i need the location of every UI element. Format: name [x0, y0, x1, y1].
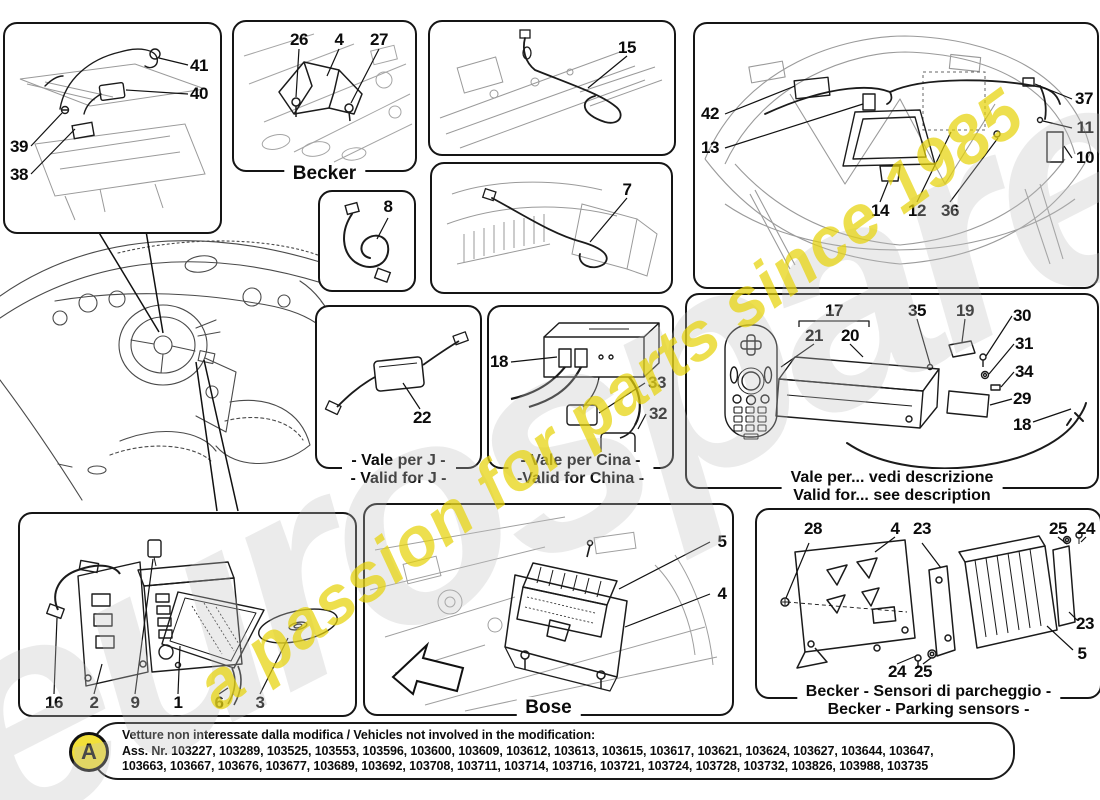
- callout-2[interactable]: 2: [89, 693, 99, 712]
- callout-7[interactable]: 7: [622, 180, 632, 199]
- callout-4[interactable]: 4: [334, 30, 344, 49]
- callout-31[interactable]: 31: [1015, 334, 1033, 353]
- callout-18b[interactable]: 18: [1013, 415, 1031, 434]
- callout-11[interactable]: 11: [1076, 118, 1094, 137]
- caption-valid-for-j-en: - Valid for J -: [350, 470, 447, 487]
- callout-36[interactable]: 36: [941, 201, 959, 220]
- callout-26[interactable]: 26: [290, 30, 308, 49]
- callout-9[interactable]: 9: [130, 693, 140, 712]
- callout-27[interactable]: 27: [370, 30, 388, 49]
- panel-valid-for-china: 18 33 32 - Vale per Cina - -Valid for Ch…: [487, 305, 674, 488]
- panel-windshield-harness: 15: [428, 20, 676, 156]
- nav-unit-drawing: [46, 539, 338, 706]
- modification-note: A Vetture non interessate dalla modifica…: [69, 722, 1015, 780]
- callout-4b[interactable]: 4: [717, 584, 727, 603]
- cd-disc: [258, 608, 338, 644]
- caption-head-unit-en: Valid for... see description: [793, 487, 991, 504]
- valid-for-china-drawing: [510, 322, 660, 458]
- caption-bose: Bose: [516, 697, 581, 719]
- caption-becker-parking-it: Becker - Sensori di parcheggio -: [805, 683, 1052, 700]
- panel-becker-bracket: 26 4 27 Becker: [232, 20, 417, 185]
- caption-becker-parking: Becker - Sensori di parcheggio - Becker …: [796, 683, 1061, 719]
- callout-24[interactable]: 24: [1077, 519, 1095, 538]
- panel-head-unit: 17 21 20 35 19 30 31 34 29 18 Vale per..…: [685, 293, 1099, 505]
- amplifier: [964, 545, 1058, 649]
- callout-24b[interactable]: 24: [888, 662, 906, 681]
- callout-1[interactable]: 1: [173, 693, 183, 712]
- callout-17[interactable]: 17: [825, 301, 843, 320]
- callout-33[interactable]: 33: [648, 373, 666, 392]
- becker-bracket-drawing: [243, 33, 413, 163]
- callout-6[interactable]: 6: [214, 693, 224, 712]
- caption-valid-for-china: - Vale per Cina - -Valid for China -: [507, 452, 654, 488]
- panel-bose: 5 4 Bose: [363, 503, 734, 719]
- caption-valid-for-j: - Vale per J - - Valid for J -: [341, 452, 456, 488]
- windshield-harness-drawing: [439, 29, 663, 149]
- caption-valid-for-j-it: - Vale per J -: [351, 452, 446, 469]
- note-badge-a: A: [69, 732, 109, 772]
- callout-4c[interactable]: 4: [890, 519, 900, 538]
- callout-34[interactable]: 34: [1015, 362, 1033, 381]
- callout-20[interactable]: 20: [841, 326, 859, 345]
- caption-head-unit: Vale per... vedi descrizione Valid for..…: [781, 469, 1003, 505]
- valid-for-j-drawing: [324, 331, 469, 416]
- dash-harness-drawing: [446, 181, 658, 277]
- note-line-3: 103663, 103667, 103676, 103677, 103689, …: [122, 759, 929, 773]
- note-line-1: Vetture non interessate dalla modifica /…: [122, 728, 596, 742]
- callout-18[interactable]: 18: [490, 352, 508, 371]
- caption-valid-for-china-en: -Valid for China -: [516, 470, 645, 487]
- direction-arrow: [391, 641, 465, 696]
- callout-13[interactable]: 13: [701, 138, 719, 157]
- callout-25b[interactable]: 25: [914, 662, 932, 681]
- panel-nav-unit: 16 2 9 1 6 3: [18, 512, 357, 717]
- panel-aux-cable: 8: [318, 190, 416, 292]
- callout-41[interactable]: 41: [190, 56, 208, 75]
- callout-8[interactable]: 8: [383, 197, 393, 216]
- callout-35[interactable]: 35: [908, 301, 926, 320]
- callout-29[interactable]: 29: [1013, 389, 1031, 408]
- panel-dash-underside: 41 40 39 38: [3, 22, 222, 234]
- callout-14[interactable]: 14: [871, 201, 889, 220]
- callout-25[interactable]: 25: [1049, 519, 1067, 538]
- note-line-2: Ass. Nr. 103227, 103289, 103525, 103553,…: [122, 743, 934, 758]
- caption-becker: Becker: [283, 163, 366, 185]
- callout-38[interactable]: 38: [10, 165, 28, 184]
- hood-drawing: [704, 35, 1092, 270]
- callout-15[interactable]: 15: [618, 38, 636, 57]
- head-unit-drawing: [724, 315, 1087, 470]
- callout-28[interactable]: 28: [804, 519, 822, 538]
- callout-22[interactable]: 22: [413, 408, 431, 427]
- callout-37[interactable]: 37: [1075, 89, 1093, 108]
- callout-16[interactable]: 16: [45, 693, 63, 712]
- aux-cable-drawing: [343, 201, 392, 283]
- callout-5[interactable]: 5: [717, 532, 727, 551]
- callout-5b[interactable]: 5: [1077, 644, 1087, 663]
- becker-parking-drawing: [780, 531, 1087, 669]
- callout-19[interactable]: 19: [956, 301, 974, 320]
- callout-12[interactable]: 12: [908, 201, 926, 220]
- callout-40[interactable]: 40: [190, 84, 208, 103]
- caption-valid-for-china-it: - Vale per Cina -: [520, 452, 641, 469]
- panel-valid-for-j: 22 - Vale per J - - Valid for J -: [315, 305, 482, 488]
- callout-10[interactable]: 10: [1076, 148, 1094, 167]
- dash-underside-drawing: [19, 48, 206, 221]
- callout-42[interactable]: 42: [701, 104, 719, 123]
- callout-39[interactable]: 39: [10, 137, 28, 156]
- panel-dash-harness: 7: [430, 162, 673, 294]
- callout-23b[interactable]: 23: [1076, 614, 1094, 633]
- callout-23[interactable]: 23: [913, 519, 931, 538]
- panel-becker-parking: 28 4 23 25 24 24 25 23 5 Becker - Sensor…: [755, 508, 1100, 719]
- callout-32[interactable]: 32: [649, 404, 667, 423]
- panel-hood: 42 13 37 11 10 14 12 36: [693, 22, 1099, 289]
- caption-becker-parking-en: Becker - Parking sensors -: [827, 701, 1030, 718]
- callout-30[interactable]: 30: [1013, 306, 1031, 325]
- remote-control: [724, 324, 778, 438]
- bose-drawing: [369, 516, 718, 712]
- callout-21[interactable]: 21: [805, 326, 823, 345]
- callout-3[interactable]: 3: [255, 693, 265, 712]
- caption-head-unit-it: Vale per... vedi descrizione: [790, 469, 994, 486]
